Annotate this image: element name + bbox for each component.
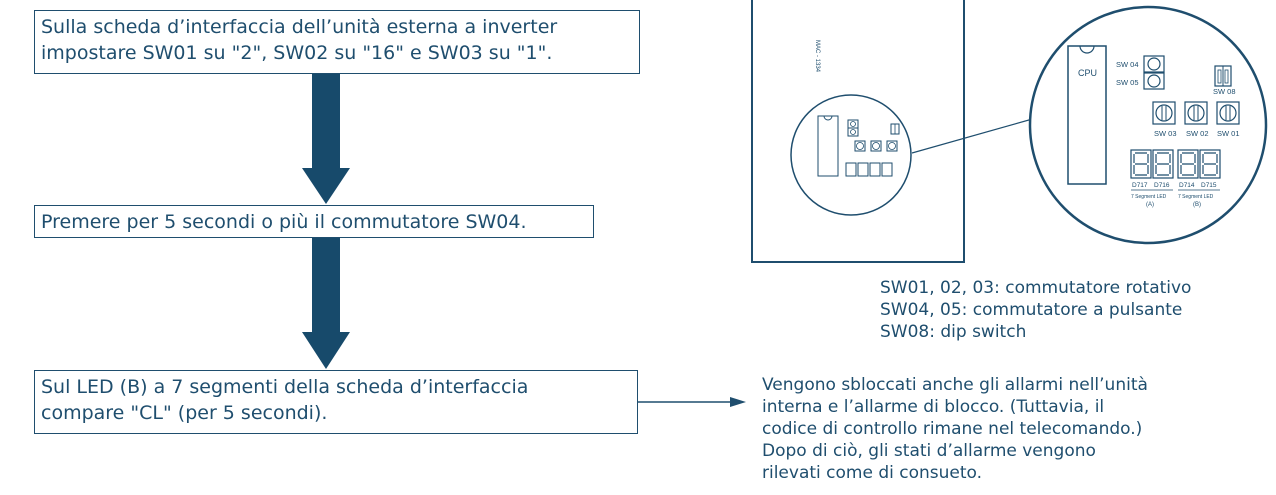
- led-d715-label: D715: [1201, 182, 1217, 189]
- sw02-label: SW 02: [1186, 129, 1209, 138]
- board-detail-small: [790, 94, 912, 216]
- led-b-label: 7 Segment LED: [1178, 194, 1214, 200]
- cpu-chip: [1067, 45, 1107, 185]
- arrow-down-2: [302, 238, 350, 369]
- sw04-button: [1143, 55, 1165, 73]
- side-note-line-5: rilevati come di consueto.: [762, 463, 983, 483]
- step-3-line-2: compare "CL" (per 5 secondi).: [41, 402, 328, 424]
- step-2-line-1: Premere per 5 secondi o più il commutato…: [41, 211, 527, 233]
- led-d714-label: D714: [1179, 182, 1195, 189]
- led-d717-label: D717: [1132, 182, 1148, 189]
- side-note-line-1: Vengono sbloccati anche gli allarmi nell…: [762, 375, 1148, 395]
- sw03-rotary: [1152, 101, 1176, 125]
- step-3-box: Sul LED (B) a 7 segmenti della scheda d’…: [34, 370, 638, 434]
- switch-legend: SW01, 02, 03: commutatore rotativo SW04,…: [880, 277, 1191, 343]
- led-d716-label: D716: [1154, 182, 1170, 189]
- step-2-box: Premere per 5 secondi o più il commutato…: [34, 205, 594, 238]
- arrow-right: [638, 397, 746, 407]
- cpu-label: CPU: [1078, 68, 1097, 78]
- sw01-label: SW 01: [1217, 129, 1240, 138]
- board-model-label: MAC - 1334: [814, 40, 820, 73]
- led-a-label: 7 Segment LED: [1131, 194, 1167, 200]
- sw05-label: SW 05: [1116, 78, 1139, 87]
- side-note: Vengono sbloccati anche gli allarmi nell…: [762, 374, 1262, 484]
- leader-line: [911, 117, 1037, 154]
- board-detail-magnified: CPU SW 04 SW 05 SW 08: [1028, 5, 1268, 245]
- step-3-line-1: Sul LED (B) a 7 segmenti della scheda d’…: [41, 376, 529, 398]
- step-1-box: Sulla scheda d’interfaccia dell’unità es…: [34, 10, 640, 74]
- sw02-rotary: [1184, 101, 1208, 125]
- sw05-button: [1143, 72, 1165, 90]
- arrow-down-1: [302, 74, 350, 204]
- sw08-label: SW 08: [1213, 87, 1236, 96]
- sw04-label: SW 04: [1116, 60, 1139, 69]
- sw01-rotary: [1216, 101, 1240, 125]
- step-1-line-2: impostare SW01 su "2", SW02 su "16" e SW…: [41, 42, 553, 64]
- step-1-line-1: Sulla scheda d’interfaccia dell’unità es…: [41, 16, 558, 38]
- side-note-line-2: interna e l’allarme di blocco. (Tuttavia…: [762, 397, 1105, 417]
- side-note-line-4: Dopo di ciò, gli stati d’allarme vengono: [762, 441, 1096, 461]
- legend-line-3: SW08: dip switch: [880, 322, 1027, 342]
- sw03-label: SW 03: [1154, 129, 1177, 138]
- seven-segment-leds: [1130, 149, 1221, 179]
- led-a-sub: (A): [1146, 202, 1154, 208]
- legend-line-2: SW04, 05: commutatore a pulsante: [880, 300, 1183, 320]
- side-note-line-3: codice di controllo rimane nel telecoman…: [762, 419, 1143, 439]
- legend-line-1: SW01, 02, 03: commutatore rotativo: [880, 278, 1192, 298]
- led-b-sub: (B): [1193, 202, 1201, 208]
- board-outline: [751, 0, 965, 263]
